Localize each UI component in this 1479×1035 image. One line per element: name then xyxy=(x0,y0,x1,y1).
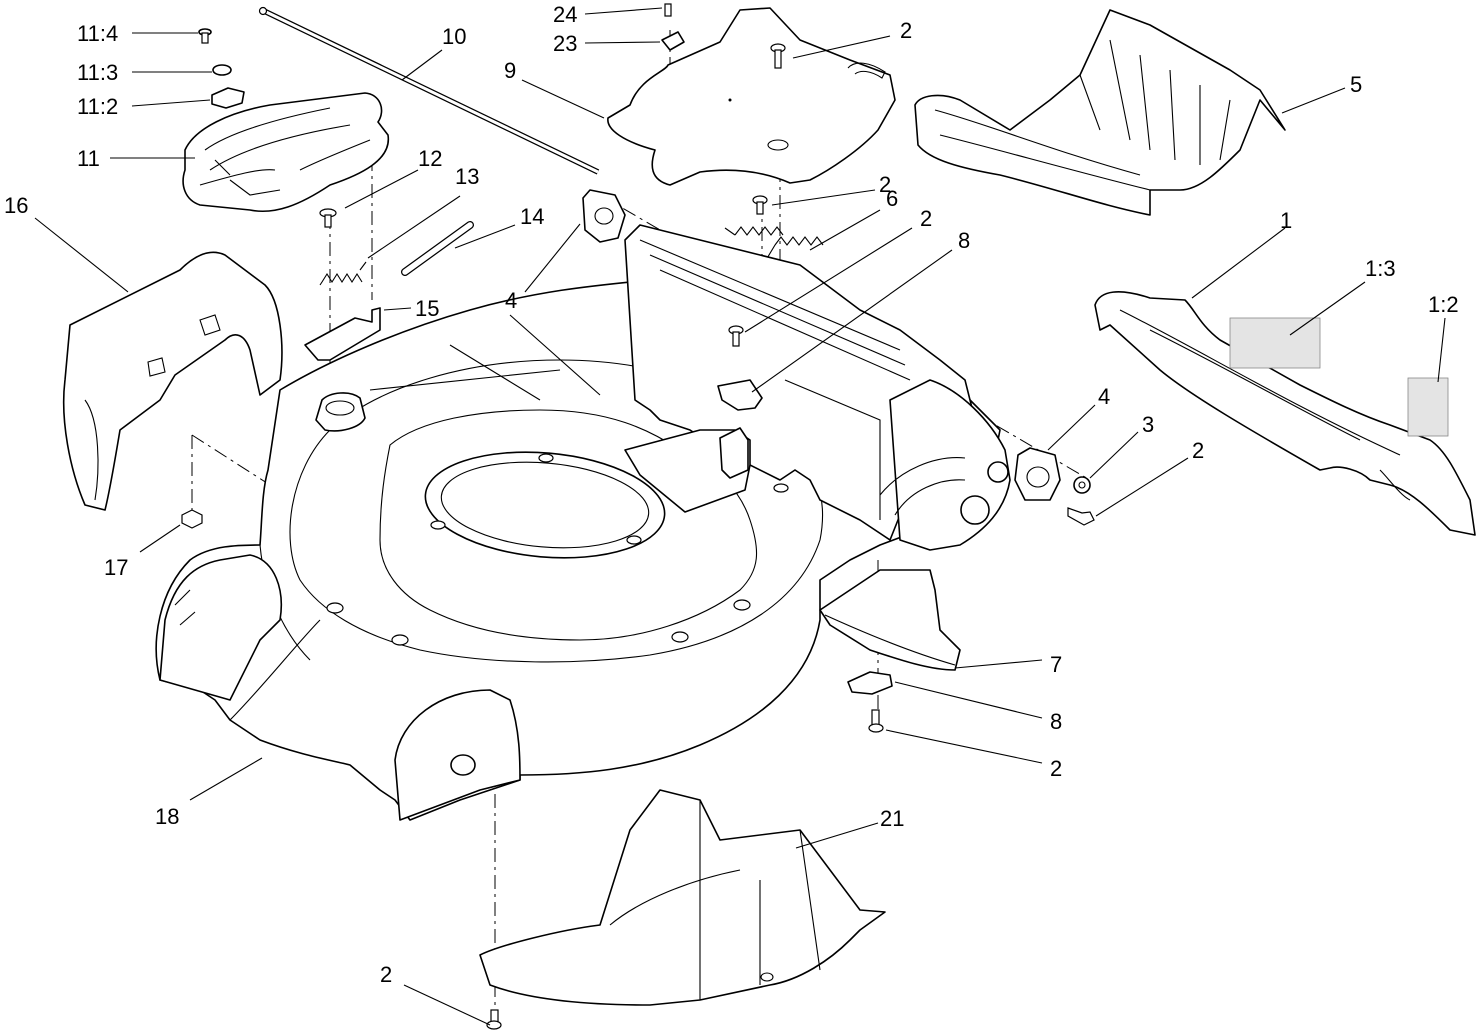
callout-8-top: 8 xyxy=(958,228,970,253)
callout-11-3: 11:3 xyxy=(77,60,118,85)
callout-2-right: 2 xyxy=(1192,438,1204,463)
part-2-bolt-top xyxy=(770,43,786,69)
part-21-chute xyxy=(479,789,886,1006)
part-24-screw xyxy=(664,3,672,17)
callout-18: 18 xyxy=(155,804,179,829)
callout-15: 15 xyxy=(415,296,439,321)
part-3-washer xyxy=(1073,476,1091,494)
part-23-clip xyxy=(661,31,685,51)
callout-23: 23 xyxy=(553,31,577,56)
part-10-rod xyxy=(258,6,600,175)
callout-4-left: 4 xyxy=(505,288,517,313)
part-4-bracket-left xyxy=(582,189,626,243)
part-11-cover xyxy=(182,92,389,213)
callout-2-top: 2 xyxy=(900,18,912,43)
callout-5: 5 xyxy=(1350,72,1362,97)
callout-2-spring: 2 xyxy=(879,172,891,197)
part-11-3-washer xyxy=(212,64,232,76)
callout-4-right: 4 xyxy=(1098,384,1110,409)
callout-9: 9 xyxy=(504,58,516,83)
callout-13: 13 xyxy=(455,164,479,189)
callout-24: 24 xyxy=(553,2,577,27)
callout-7: 7 xyxy=(1050,652,1062,677)
callout-3: 3 xyxy=(1142,412,1154,437)
part-2-bolt-right xyxy=(1067,507,1095,526)
callout-11-2: 11:2 xyxy=(77,94,118,119)
part-1-flap xyxy=(1094,291,1476,536)
callout-14: 14 xyxy=(520,204,544,229)
callout-2-bottom: 2 xyxy=(380,962,392,987)
part-1-2-decal xyxy=(1407,377,1449,437)
part-18-deck xyxy=(155,224,1011,821)
callout-12: 12 xyxy=(418,146,442,171)
callout-11: 11 xyxy=(77,146,100,171)
part-16-guard xyxy=(62,251,283,511)
part-8-bracket-bottom xyxy=(847,671,893,695)
part-13-spring xyxy=(319,261,367,286)
callout-2-bottom-right: 2 xyxy=(1050,756,1062,781)
callout-10: 10 xyxy=(442,24,466,49)
part-12-pin xyxy=(319,208,337,228)
part-2-bolt-bottom-right xyxy=(868,709,884,733)
callout-11-4: 11:4 xyxy=(77,21,118,46)
part-4-bracket-right xyxy=(1014,447,1061,501)
part-11-2-plate xyxy=(211,87,245,109)
callout-21: 21 xyxy=(880,806,904,831)
part-15-bracket xyxy=(304,307,381,361)
callout-6: 6 xyxy=(886,186,898,211)
callout-1-3: 1:3 xyxy=(1365,256,1396,281)
part-5-chute xyxy=(914,9,1286,216)
callout-1-2: 1:2 xyxy=(1428,292,1459,317)
callout-2-mid: 2 xyxy=(920,206,932,231)
part-1-3-decal xyxy=(1229,317,1321,369)
part-9-plate xyxy=(607,7,896,186)
leader-lines xyxy=(34,7,1446,1026)
callout-1: 1 xyxy=(1280,208,1292,233)
part-17-nut xyxy=(181,509,203,529)
part-11-4-screw xyxy=(198,28,212,44)
callout-8-bottom: 8 xyxy=(1050,709,1062,734)
callout-17: 17 xyxy=(104,555,128,580)
part-14-pin xyxy=(401,221,474,276)
callout-labels: 11:4 11:3 11:2 11 10 24 23 9 2 5 16 12 1… xyxy=(4,2,1459,987)
part-2-bolt-bottom xyxy=(486,1009,502,1030)
callout-16: 16 xyxy=(4,193,28,218)
